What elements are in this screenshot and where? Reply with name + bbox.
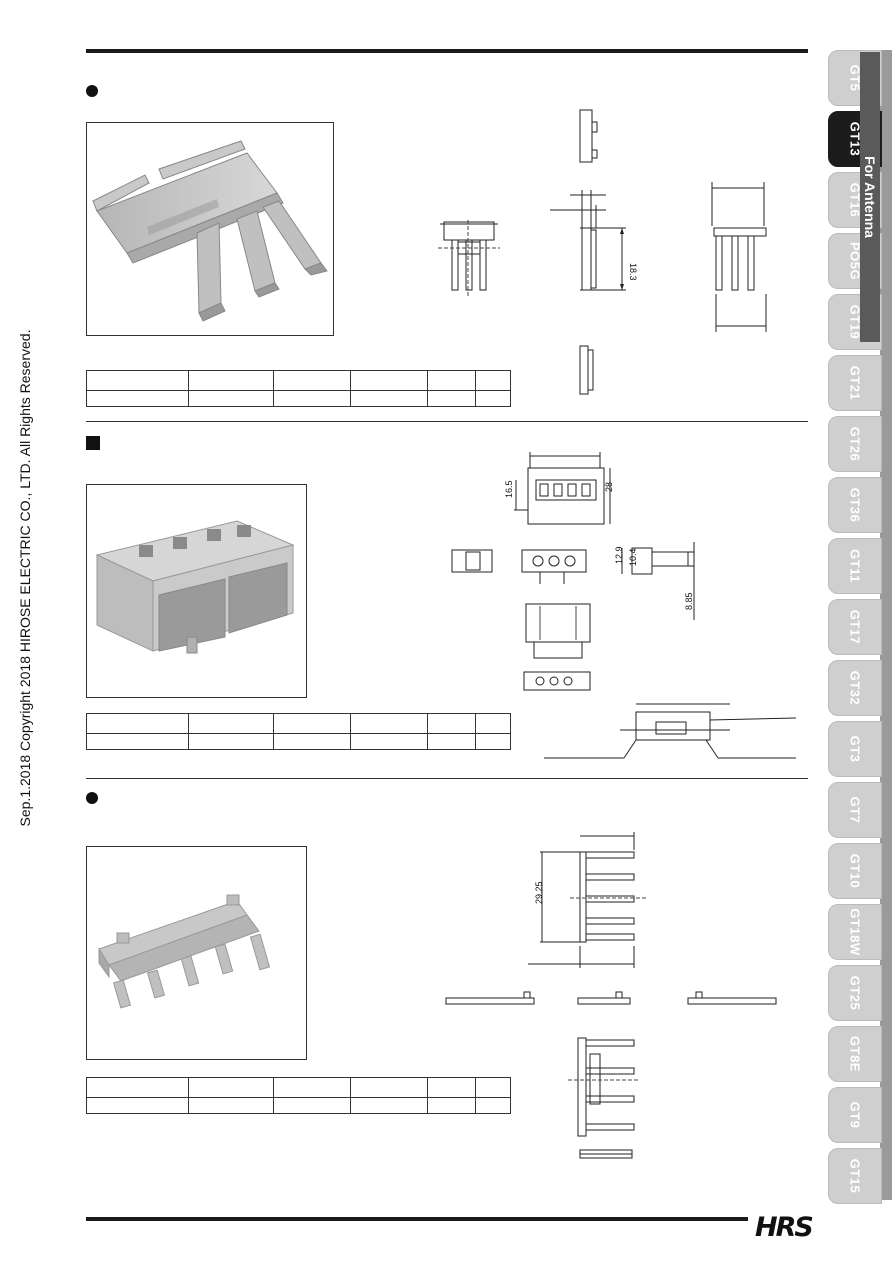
dim-sec2-height: 28: [604, 482, 614, 492]
copyright-text: Sep.1.2018 Copyright 2018 HIROSE ELECTRI…: [17, 329, 33, 827]
top-rule: [86, 49, 808, 53]
tab-gt3[interactable]: GT3: [828, 721, 882, 777]
dim-sec2-width: 16.5: [504, 480, 514, 498]
tab-label: GT26: [847, 426, 863, 462]
tab-gt8e[interactable]: GT8E: [828, 1026, 882, 1082]
for-antenna-bar: For Antenna: [860, 52, 880, 342]
section-1-spec-table: [86, 370, 511, 407]
section-2-spec-table: [86, 713, 511, 750]
tab-label: GT8E: [847, 1036, 863, 1072]
section-1-bullet: [86, 85, 98, 97]
tab-strip-background: [880, 50, 892, 1200]
tab-gt9[interactable]: GT9: [828, 1087, 882, 1143]
bottom-rule: [86, 1217, 748, 1221]
cover-photo-3: [98, 894, 271, 1009]
tab-gt36[interactable]: GT36: [828, 477, 882, 533]
section-3-photo: [86, 846, 307, 1060]
tab-gt21[interactable]: GT21: [828, 355, 882, 411]
housing-photo: [95, 520, 295, 654]
section-2-bullet: [86, 436, 100, 450]
tab-label: GT10: [847, 853, 863, 889]
dim-sec3-height: 29.25: [534, 881, 544, 904]
tab-label: GT18W: [847, 908, 863, 956]
table-row: [86, 1097, 511, 1114]
tab-gt10[interactable]: GT10: [828, 843, 882, 899]
section-separator-1: [86, 421, 808, 422]
tab-label: GT11: [847, 549, 863, 583]
tab-gt17[interactable]: GT17: [828, 599, 882, 655]
tab-gt15[interactable]: GT15: [828, 1148, 882, 1204]
tab-gt26[interactable]: GT26: [828, 416, 882, 472]
section-separator-2: [86, 778, 808, 779]
tab-gt18w[interactable]: GT18W: [828, 904, 882, 960]
tab-label: GT9: [847, 1101, 863, 1129]
tab-label: GT25: [847, 975, 863, 1011]
section-1-photo: [86, 122, 334, 336]
table-header-row: [86, 370, 511, 391]
tab-label: GT32: [847, 670, 863, 706]
dim-sec1-height: 18.3: [628, 263, 638, 281]
section-2-drawings: 16.5 28 12.9 10.4 8.85: [451, 452, 797, 759]
tab-label: GT36: [847, 487, 863, 523]
tab-gt7[interactable]: GT7: [828, 782, 882, 838]
tab-gt11[interactable]: GT11: [828, 538, 882, 594]
tab-label: GT3: [847, 735, 863, 763]
section-3-bullet: [86, 792, 98, 804]
section-3-spec-table: [86, 1077, 511, 1114]
table-row: [86, 390, 511, 407]
tab-label: GT15: [847, 1158, 863, 1194]
tab-gt32[interactable]: GT32: [828, 660, 882, 716]
dim-sec2-side-a: 12.9: [614, 546, 624, 564]
section-3-drawings: 29.25: [445, 832, 777, 1159]
tab-gt25[interactable]: GT25: [828, 965, 882, 1021]
tab-label: GT7: [847, 796, 863, 824]
dim-sec2-side-c: 8.85: [684, 592, 694, 610]
tab-label: GT21: [847, 365, 863, 401]
tab-label: GT17: [847, 609, 863, 645]
cover-photo-1: [92, 140, 328, 322]
section-1-drawings: 18.3: [438, 109, 767, 395]
dim-sec2-side-b: 10.4: [628, 548, 638, 566]
for-antenna-label: For Antenna: [862, 156, 878, 238]
table-row: [86, 733, 511, 750]
hrs-logo: HRS: [755, 1212, 814, 1243]
section-2-photo: [86, 484, 307, 698]
